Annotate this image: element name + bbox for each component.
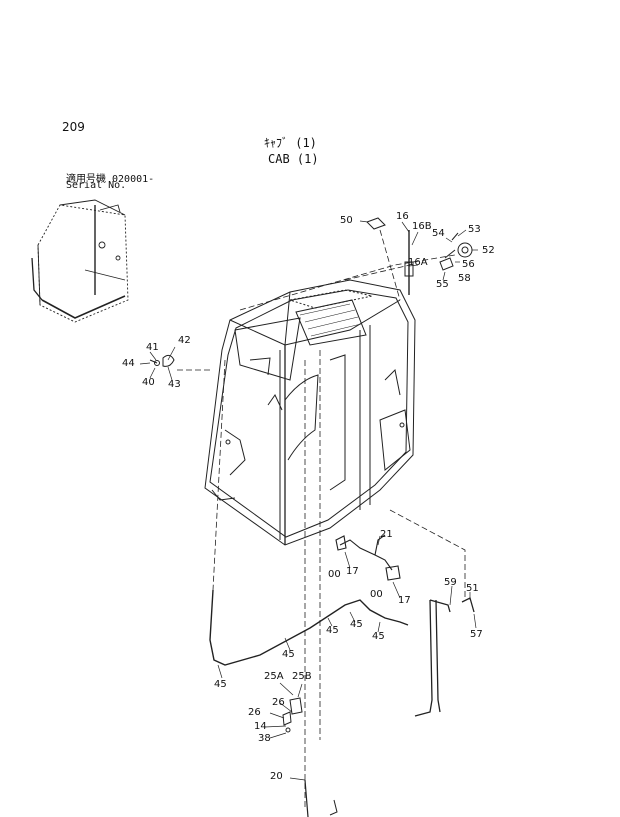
title-japanese: ｷｬﾌﾞ (1) [264, 136, 317, 150]
callout-21: 21 [380, 529, 393, 540]
callout-59: 59 [444, 577, 457, 588]
callout-45-left: 45 [214, 679, 227, 690]
title-english: CAB (1) [268, 152, 319, 166]
callout-38: 38 [258, 733, 271, 744]
wire-harness [335, 534, 401, 581]
mirror-assembly [149, 354, 175, 367]
callout-42: 42 [178, 335, 191, 346]
callout-17-right: 17 [398, 595, 411, 606]
callout-43: 43 [168, 379, 181, 390]
callout-17-left: 17 [346, 566, 359, 577]
callout-51: 51 [466, 583, 479, 594]
callout-25b: 25B [292, 671, 312, 682]
inset-cab-view [31, 199, 129, 323]
cab-frame [204, 279, 416, 546]
callout-40: 40 [142, 377, 155, 388]
applicable-model-label: 適用号機 020001- [66, 174, 155, 185]
callout-26-upper: 26 [272, 697, 285, 708]
callout-16a: 16A [408, 257, 428, 268]
callout-55: 55 [436, 279, 449, 290]
callout-45-center: 45 [282, 649, 295, 660]
callout-20: 20 [270, 771, 283, 782]
callout-53: 53 [468, 224, 481, 235]
callout-44: 44 [122, 358, 135, 369]
callout-14: 14 [254, 721, 267, 732]
callout-00-left: 00 [328, 569, 341, 580]
callout-45-upper: 45 [350, 619, 363, 630]
cable-45 [209, 589, 409, 666]
bottom-tail [304, 779, 338, 817]
callout-45-right: 45 [372, 631, 385, 642]
lower-bracket [282, 697, 303, 733]
callout-16b: 16B [412, 221, 432, 232]
serial-number-label: Serial No. [66, 180, 127, 191]
callout-00-right: 00 [370, 589, 383, 600]
callout-54: 54 [432, 228, 445, 239]
page-number: 209 [62, 120, 85, 134]
callout-26-lower: 26 [248, 707, 261, 718]
side-pipe [414, 597, 475, 717]
callout-41: 41 [146, 342, 159, 353]
leader-lines [139, 220, 478, 781]
callout-58: 58 [458, 273, 471, 284]
roof-parts [366, 217, 473, 295]
callout-57: 57 [470, 629, 483, 640]
callout-52: 52 [482, 245, 495, 256]
callout-16: 16 [396, 211, 409, 222]
assembly-lines [175, 229, 466, 810]
callout-45-mid: 45 [326, 625, 339, 636]
callout-56: 56 [462, 259, 475, 270]
callout-25a: 25A [264, 671, 284, 682]
callout-50: 50 [340, 215, 353, 226]
